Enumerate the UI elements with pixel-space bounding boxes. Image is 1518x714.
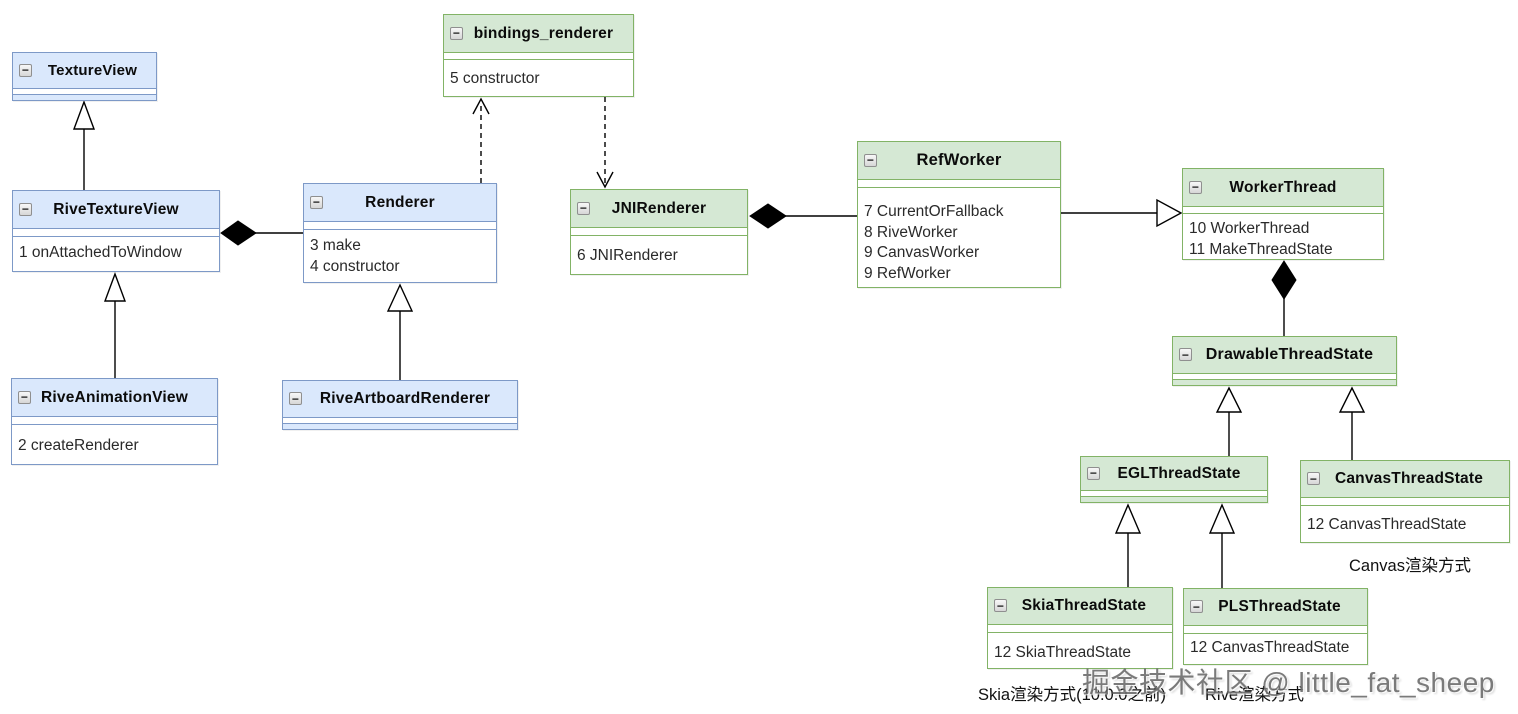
- composition-diamond-icon: [220, 220, 257, 246]
- class-title: RefWorker: [916, 151, 1002, 169]
- collapse-icon[interactable]: −: [310, 195, 323, 209]
- inheritance-arrow-icon: [1338, 386, 1366, 413]
- label-rive-render-mode: Rive渲染方式: [1205, 686, 1305, 704]
- label-canvas-render-mode: Canvas渲染方式: [1349, 557, 1471, 575]
- member-row: 10 WorkerThread: [1189, 220, 1310, 237]
- class-skia-thread-state[interactable]: − SkiaThreadState 12 SkiaThreadState: [987, 587, 1173, 669]
- dependency-arrow-icon: [596, 171, 614, 189]
- class-bindings-renderer[interactable]: − bindings_renderer 5 constructor: [443, 14, 634, 97]
- collapse-icon[interactable]: −: [18, 390, 31, 404]
- collapse-icon[interactable]: −: [577, 201, 590, 215]
- edge-jnirenderer-refworker-composition: [749, 203, 857, 229]
- inheritance-arrow-icon: [386, 283, 414, 312]
- inheritance-arrow-icon: [1215, 386, 1243, 413]
- class-drawable-thread-state[interactable]: − DrawableThreadState: [1172, 336, 1397, 386]
- inheritance-arrow-icon: [103, 271, 127, 302]
- class-rive-artboard-renderer[interactable]: − RiveArtboardRenderer: [282, 380, 518, 430]
- edge-skiathreadstate-eglthreadstate: [1114, 503, 1142, 587]
- edge-eglthreadstate-drawablethreadstate: [1215, 386, 1243, 456]
- edge-riveanimationview-rivetextureview: [103, 271, 127, 378]
- class-renderer[interactable]: − Renderer 3 make 4 constructor: [303, 183, 497, 283]
- class-title: TextureView: [47, 62, 138, 79]
- class-title: SkiaThreadState: [1021, 597, 1147, 614]
- class-title: Renderer: [365, 193, 435, 211]
- class-worker-thread[interactable]: − WorkerThread 10 WorkerThread 11 MakeTh…: [1182, 168, 1384, 260]
- inheritance-arrow-icon: [1208, 503, 1236, 534]
- class-title: DrawableThreadState: [1205, 346, 1374, 363]
- collapse-icon[interactable]: −: [864, 153, 877, 167]
- class-title: PLSThreadState: [1218, 598, 1341, 615]
- collapse-icon[interactable]: −: [19, 63, 32, 77]
- member-row: 4 constructor: [310, 257, 400, 275]
- inheritance-arrow-icon: [72, 99, 96, 130]
- edge-renderer-bindingsrenderer-dependency: [472, 97, 490, 183]
- collapse-icon[interactable]: −: [450, 26, 463, 40]
- member-row: 12 SkiaThreadState: [994, 644, 1132, 661]
- label-skia-render-mode: Skia渲染方式(10.0.0之前): [978, 686, 1166, 704]
- member-row: 12 CanvasThreadState: [1307, 516, 1467, 533]
- member-row: 7 CurrentOrFallback: [864, 203, 1004, 220]
- collapse-icon[interactable]: −: [994, 599, 1007, 612]
- member-row: 5 constructor: [450, 70, 540, 87]
- collapse-icon[interactable]: −: [1179, 348, 1192, 361]
- class-ref-worker[interactable]: − RefWorker 7 CurrentOrFallback 8 RiveWo…: [857, 141, 1061, 288]
- edge-canvasthreadstate-drawablethreadstate: [1338, 386, 1366, 460]
- edge-riveartboardrenderer-renderer: [386, 283, 414, 380]
- class-jni-renderer[interactable]: − JNIRenderer 6 JNIRenderer: [570, 189, 748, 275]
- edge-rivetextureview-renderer-composition: [220, 220, 303, 246]
- class-title: CanvasThreadState: [1334, 470, 1484, 487]
- composition-diamond-icon: [749, 203, 787, 229]
- class-title: RiveAnimationView: [41, 388, 188, 406]
- class-texture-view[interactable]: − TextureView: [12, 52, 157, 101]
- class-pls-thread-state[interactable]: − PLSThreadState 12 CanvasThreadState: [1183, 588, 1368, 665]
- watermark-text: 掘金技术社区 @ little_fat_sheep: [1082, 667, 1495, 698]
- composition-diamond-icon: [1271, 260, 1297, 300]
- class-egl-thread-state[interactable]: − EGLThreadState: [1080, 456, 1268, 503]
- member-row: 12 CanvasThreadState: [1190, 639, 1350, 656]
- member-row: 1 onAttachedToWindow: [19, 244, 182, 261]
- collapse-icon[interactable]: −: [289, 392, 302, 405]
- collapse-icon[interactable]: −: [1189, 180, 1202, 194]
- dependency-arrow-icon: [472, 97, 490, 115]
- collapse-icon[interactable]: −: [1087, 466, 1100, 480]
- class-canvas-thread-state[interactable]: − CanvasThreadState 12 CanvasThreadState: [1300, 460, 1510, 543]
- collapse-icon[interactable]: −: [1190, 600, 1203, 613]
- class-title: JNIRenderer: [611, 199, 707, 217]
- collapse-icon[interactable]: −: [19, 202, 32, 216]
- edge-rivetextureview-textureview: [72, 99, 96, 190]
- member-row: 11 MakeThreadState: [1189, 240, 1333, 258]
- class-rive-texture-view[interactable]: − RiveTextureView 1 onAttachedToWindow: [12, 190, 220, 272]
- edge-bindingsrenderer-jnirenderer-dependency: [596, 97, 614, 189]
- class-title: bindings_renderer: [473, 24, 614, 42]
- member-row: 6 JNIRenderer: [577, 247, 678, 264]
- class-rive-animation-view[interactable]: − RiveAnimationView 2 createRenderer: [11, 378, 218, 465]
- edge-plsthreadstate-eglthreadstate: [1208, 503, 1236, 588]
- member-row: 3 make: [310, 237, 361, 254]
- inheritance-arrow-icon: [1114, 503, 1142, 534]
- edge-refworker-workerthread: [1061, 198, 1183, 228]
- member-row: 8 RiveWorker: [864, 223, 958, 241]
- member-row: 2 createRenderer: [18, 437, 139, 454]
- inheritance-arrow-icon: [1156, 198, 1183, 228]
- edge-workerthread-drawablethreadstate-composition: [1271, 260, 1297, 336]
- member-row: 9 RefWorker: [864, 264, 951, 282]
- collapse-icon[interactable]: −: [1307, 472, 1320, 485]
- class-title: EGLThreadState: [1117, 464, 1241, 482]
- member-row: 9 CanvasWorker: [864, 244, 980, 261]
- class-title: WorkerThread: [1229, 178, 1337, 196]
- class-title: RiveArtboardRenderer: [319, 390, 491, 407]
- class-title: RiveTextureView: [53, 200, 179, 218]
